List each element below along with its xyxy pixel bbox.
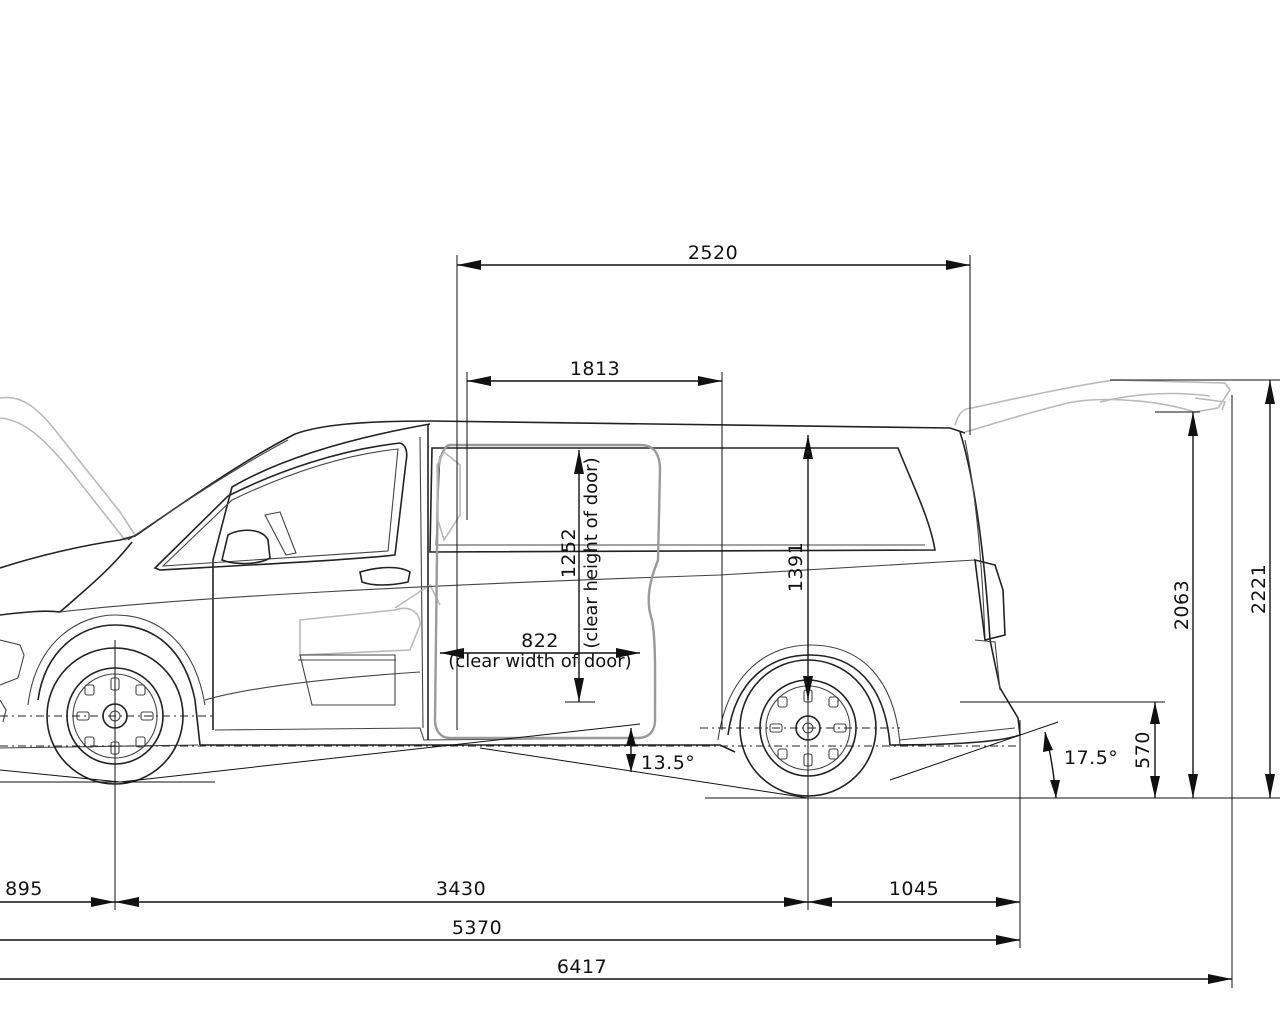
dim-wheelbase: 3430 [436,878,486,900]
dim-interior-height: 1391 [785,542,807,592]
label-clear-height-of-door: (clear height of door) [581,457,602,648]
dim-rear-overhang: 1045 [889,878,939,900]
van-outline [0,379,1231,753]
dim-load-length: 2520 [688,242,738,264]
dim-height-tailgate-open: 2221 [1248,564,1270,614]
cab-window [153,442,408,571]
dimension-lines [0,255,1280,988]
dim-clear-height-of-door: 1252 [558,528,580,578]
dim-departure-angle: 17.5° [1064,747,1118,769]
dim-clear-width-of-door: 822 [521,630,559,652]
label-clear-width-of-door: (clear width of door) [448,651,631,672]
side-mirror [221,529,271,565]
door-handle [359,566,411,586]
dim-door-to-rear-length: 1813 [570,358,620,380]
open-tailgate [954,379,1231,433]
open-bonnet [0,396,137,542]
dim-length-tailgate-open: 6417 [557,956,607,978]
dim-ramp-angle: 13.5° [641,752,695,774]
dim-loading-sill-height: 570 [1132,731,1154,769]
dim-front-overhang: 895 [5,878,43,900]
sliding-door-outline [433,443,662,740]
dim-overall-height: 2063 [1171,580,1193,630]
van-roof [0,420,966,569]
tail-light [974,558,1006,641]
dim-length-closed: 5370 [452,917,502,939]
rear-side-window [429,447,936,553]
